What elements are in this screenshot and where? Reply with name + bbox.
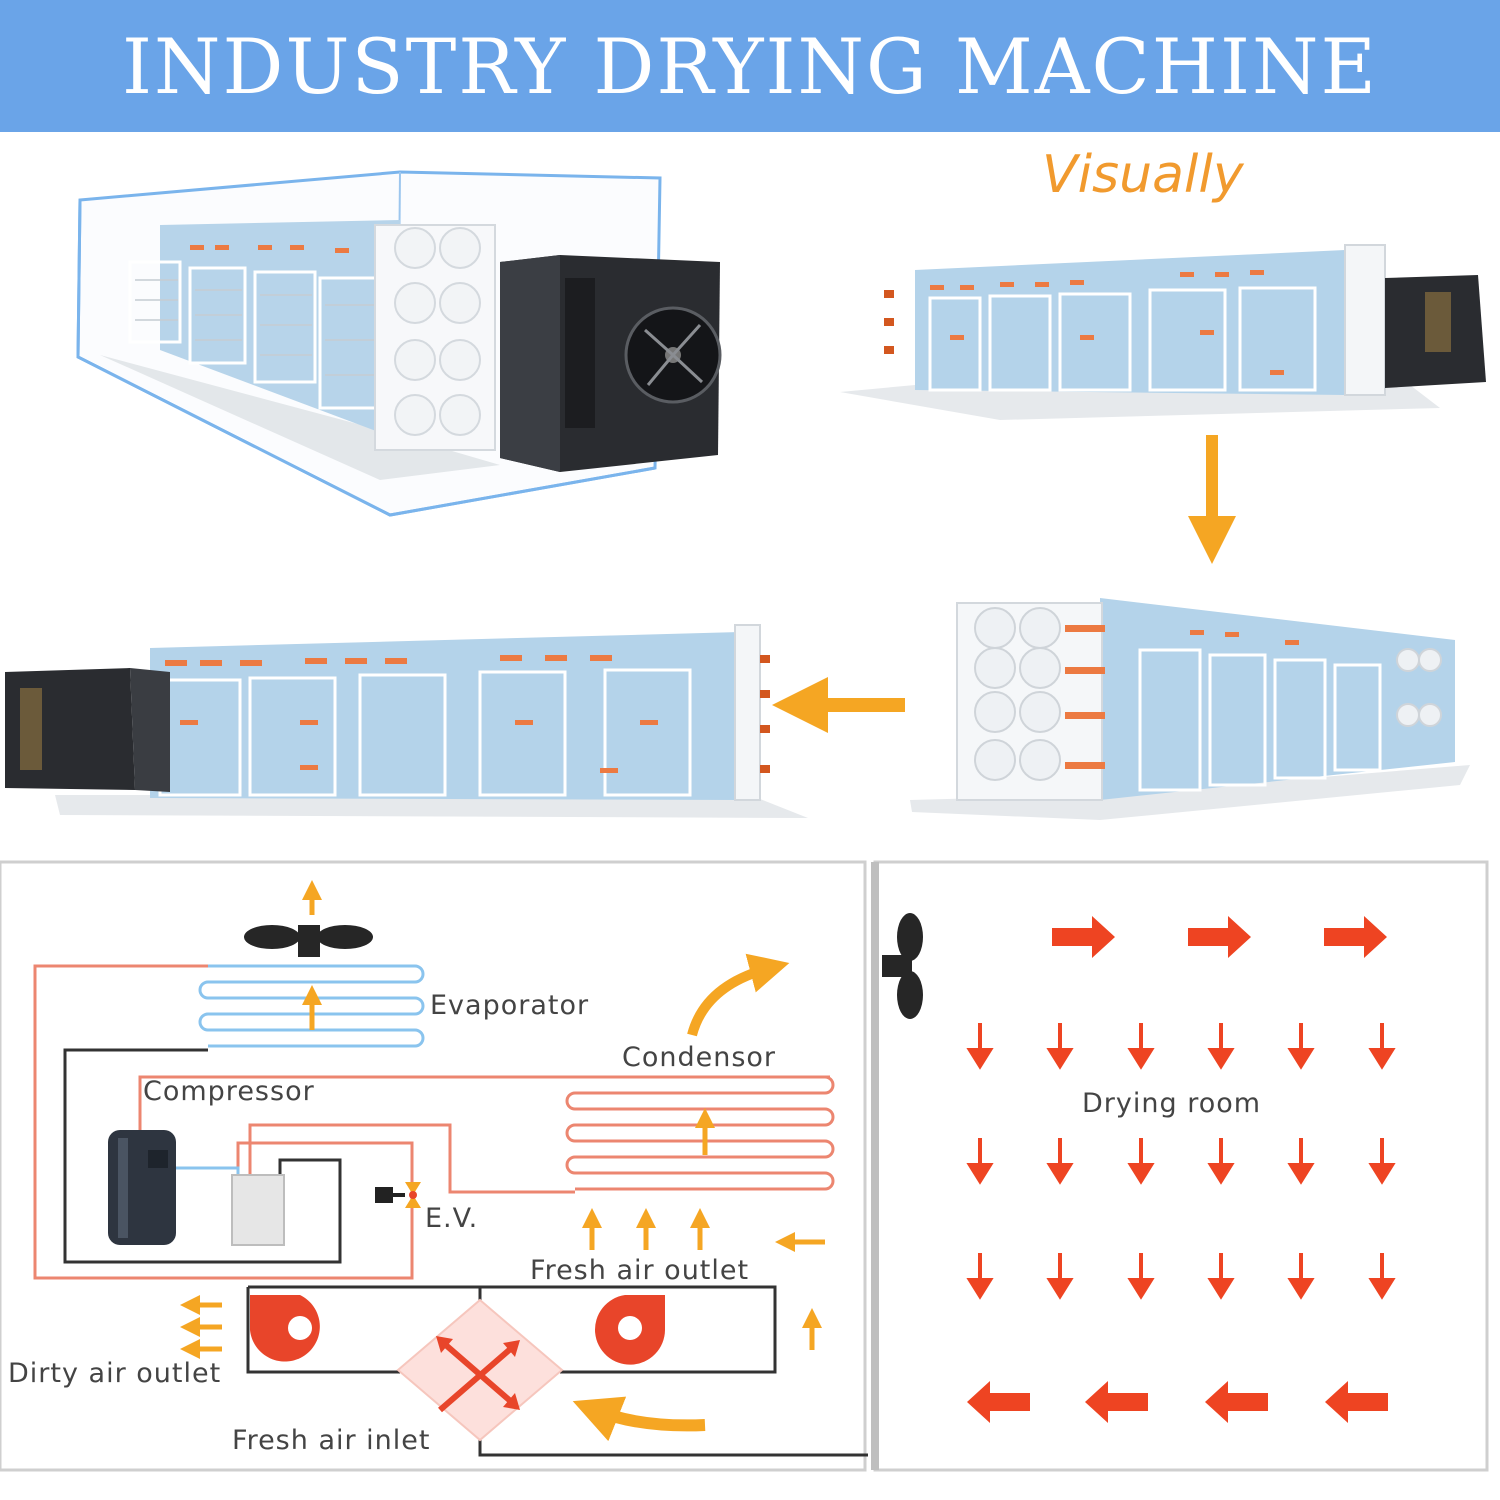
- label-fresh-air-inlet: Fresh air inlet: [232, 1425, 431, 1456]
- page-title: INDUSTRY DRYING MACHINE: [122, 21, 1378, 111]
- airflow-right-arrows: [1052, 916, 1387, 958]
- label-fresh-air-outlet: Fresh air outlet: [530, 1255, 750, 1286]
- visually-caption: Visually: [1042, 145, 1244, 205]
- heat-exchanger-icon: [396, 1298, 564, 1442]
- schematic-heat-pump-cycle: [0, 860, 868, 1472]
- circulation-fan-icon: [882, 913, 923, 1019]
- pipe-refrigerant-loop: [33, 964, 414, 1280]
- evaporator-fan-icon: [244, 925, 373, 957]
- label-condensor: Condensor: [622, 1042, 777, 1073]
- label-evaporator: Evaporator: [430, 990, 590, 1021]
- render-room-front: [910, 598, 1470, 820]
- blower-right-icon: [595, 1295, 665, 1365]
- label-compressor: Compressor: [143, 1076, 315, 1107]
- dirty-air-outlet-arrows: [180, 1295, 222, 1359]
- render-long-room-top: [840, 244, 1486, 420]
- schematic-drying-room: [871, 860, 1489, 1472]
- airflow-left-arrows: [967, 1381, 1388, 1423]
- evaporator-coil: [198, 964, 425, 1048]
- heat-pump-unit: [500, 255, 722, 472]
- airflow-down-arrows: [966, 1023, 1396, 1300]
- exhaust-arrow: [687, 953, 790, 1037]
- title-banner: INDUSTRY DRYING MACHINE: [0, 0, 1500, 132]
- compressor-unit: [108, 1130, 176, 1245]
- fresh-air-outlet-arrows: [582, 1208, 825, 1350]
- label-drying-room: Drying room: [1082, 1088, 1262, 1119]
- expansion-valve-icon: [375, 1182, 421, 1208]
- render-container-unit: [76, 170, 722, 517]
- label-ev: E.V.: [425, 1203, 479, 1234]
- render-long-room-left: [5, 624, 808, 818]
- fresh-air-inlet-arrow: [572, 1396, 706, 1442]
- fan-column: [374, 224, 496, 451]
- condensor-coil: [565, 1075, 835, 1191]
- accumulator-tank: [231, 1174, 285, 1246]
- blower-left-icon: [250, 1295, 320, 1362]
- label-dirty-air-outlet: Dirty air outlet: [8, 1358, 222, 1389]
